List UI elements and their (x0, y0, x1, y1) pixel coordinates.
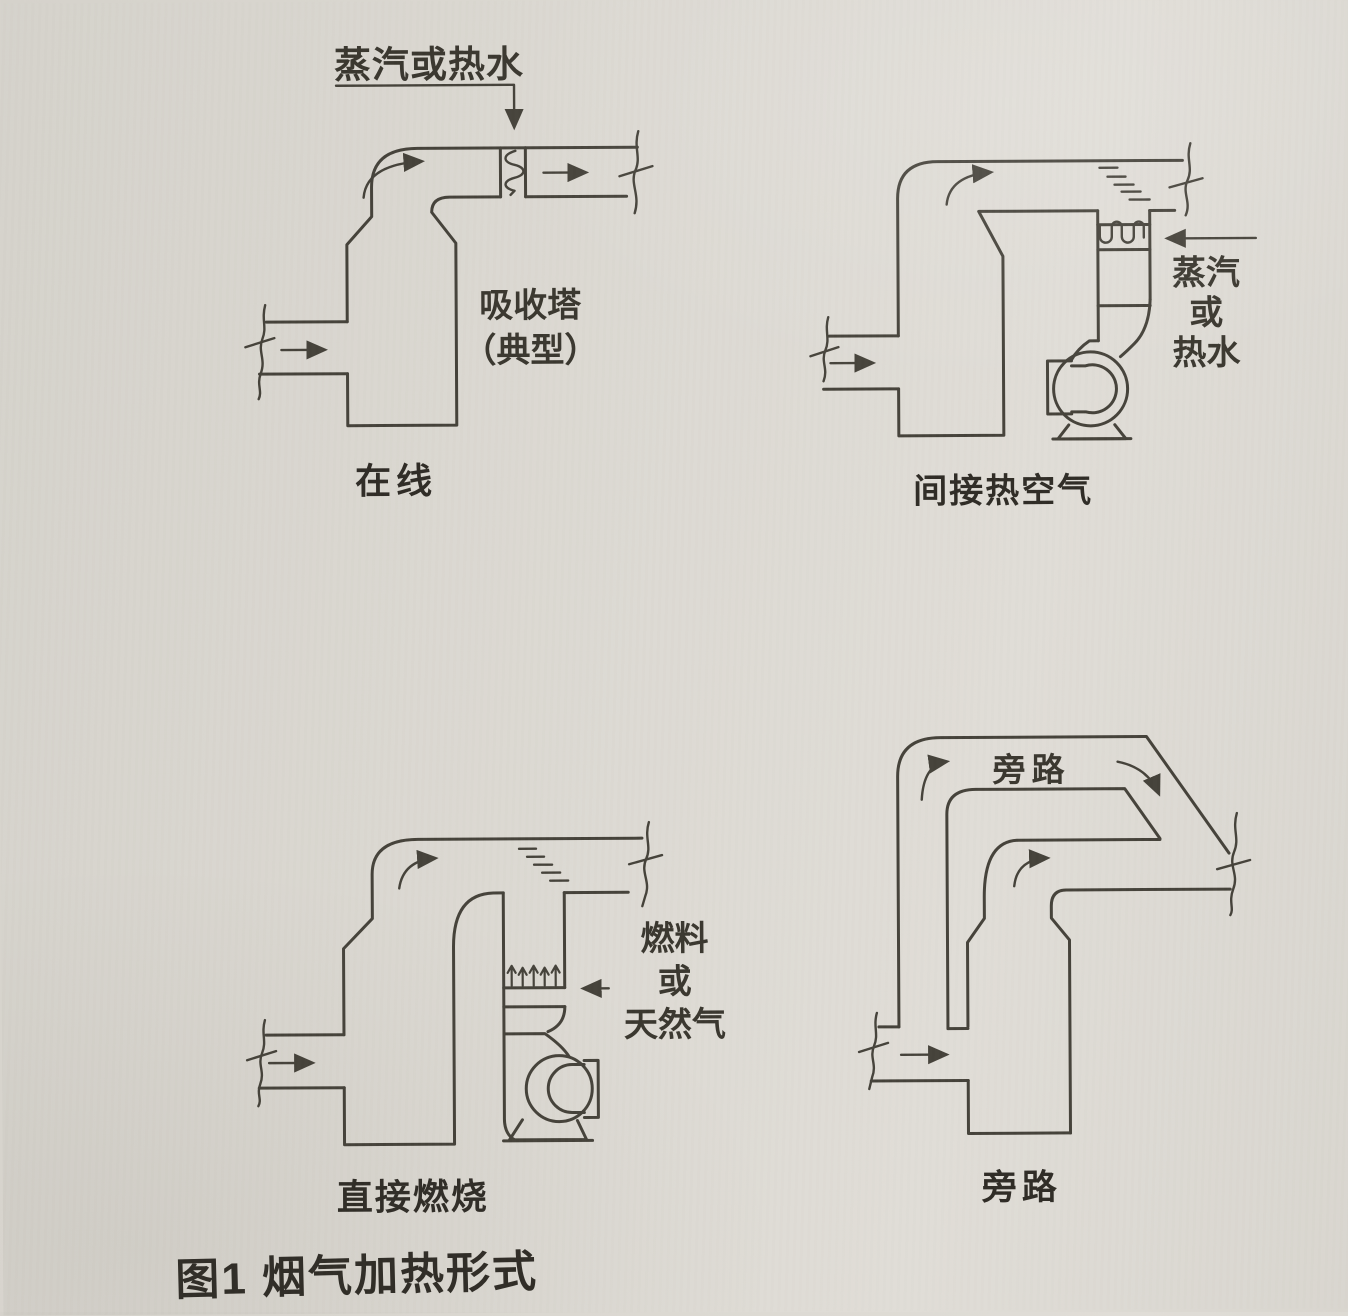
fuel-label-line3: 天然气 (612, 1004, 738, 1048)
direct-diagram-art (246, 822, 664, 1145)
fan-transition (1120, 300, 1150, 357)
direct-diagram-caption: 直接燃烧 (337, 1168, 489, 1221)
mixing-vanes-icon (519, 849, 568, 881)
fuel-or-natural-gas-label: 燃料 或 天然气 (611, 918, 738, 1048)
steam-feed-line (336, 85, 514, 128)
figure-caption: 图1 烟气加热形式 (174, 1235, 538, 1308)
duct-break-icon (869, 1013, 877, 1089)
flow-arrow (1014, 858, 1047, 886)
fan-base (509, 1119, 586, 1139)
steam-label-line3: 热水 (1154, 333, 1258, 374)
fan-icon (1071, 365, 1116, 413)
hot-air-duct (1098, 211, 1099, 341)
bypass-diagram-caption: 旁路 (982, 1159, 1062, 1210)
steam-hot-water-label: 蒸汽或热水 (334, 34, 524, 89)
duct-break-icon (642, 822, 649, 906)
absorber-tower-outline (898, 211, 1099, 436)
inline-diagram-caption: 在线 (355, 452, 437, 504)
fuel-label-line2: 或 (612, 961, 738, 1005)
absorber-tower-outline (343, 838, 643, 1035)
burner-flames-icon (508, 966, 560, 986)
heater-coil-icon (505, 151, 523, 195)
burner-duct (504, 1034, 569, 1057)
duct-break-icon (258, 1020, 265, 1106)
inlet-duct (871, 1080, 968, 1081)
bypass-duct-label: 旁路 (992, 743, 1070, 791)
steam-label-line1: 蒸汽 (1154, 253, 1258, 294)
bypass-diagram-art (857, 736, 1251, 1134)
fan-transition (1071, 341, 1098, 360)
duct-break-icon (823, 317, 828, 381)
inline-diagram-art (244, 84, 654, 426)
flow-arrow (399, 858, 435, 888)
absorber-typical-label: 吸收塔 （典型） (456, 283, 604, 374)
burner-duct (548, 1007, 565, 1032)
absorber-label-line1: 吸收塔 (456, 283, 604, 329)
outlet-duct (526, 196, 627, 197)
flow-arrow (946, 172, 990, 204)
burner-duct (503, 893, 514, 1140)
mixing-vanes-icon (1099, 168, 1149, 200)
absorber-tower-outline (968, 1080, 1070, 1134)
duct-break-icon (1185, 143, 1190, 215)
steam-or-hot-water-label: 蒸汽 或 热水 (1154, 253, 1259, 374)
steam-label-line2: 或 (1154, 293, 1258, 334)
absorber-tower-outline (1051, 889, 1231, 1133)
absorber-tower-outline (343, 893, 504, 1145)
absorber-label-line2: （典型） (456, 328, 604, 374)
duct-break-icon (258, 305, 265, 399)
fan-icon (548, 1064, 584, 1112)
indirect-diagram-caption: 间接热空气 (913, 463, 1093, 513)
fuel-label-line1: 燃料 (611, 918, 737, 962)
flow-arrow (922, 762, 947, 800)
bypass-duct (947, 788, 1161, 1028)
